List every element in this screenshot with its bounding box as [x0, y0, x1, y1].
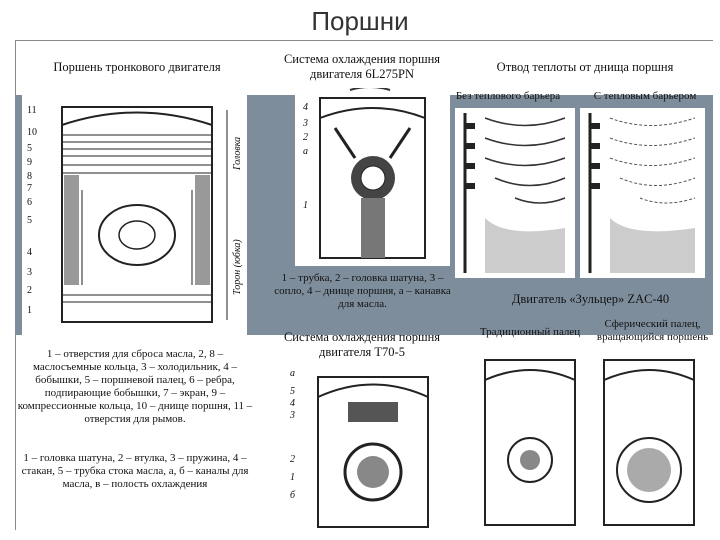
trunk-label: 1	[27, 305, 32, 316]
t70-label: 3	[289, 410, 295, 421]
cooling-6l-legend: 1 – трубка, 2 – головка шатуна, 3 – сопл…	[274, 272, 451, 310]
t70-drawing: а 5 4 3 2 1 б	[288, 362, 450, 530]
trunk-label: 5	[27, 215, 32, 226]
t70-label: 4	[290, 398, 295, 409]
t70-label: б	[290, 490, 296, 501]
traditional-pin-label: Традиционный палец	[479, 326, 581, 338]
cooling-6l-header: Система охлаждения поршня двигателя 6L27…	[283, 52, 441, 81]
traditional-pin-drawing	[470, 350, 588, 530]
6l-label: 2	[303, 132, 308, 143]
sulzer-caption: Двигатель «Зульцер» ZAC-40	[511, 292, 670, 306]
trunk-label: 11	[27, 105, 37, 116]
trunk-piston-drawing: 11 10 5 9 8 7 6 5 4 3 2 1 Головка Торон …	[22, 95, 247, 335]
trunk-label: 2	[27, 285, 32, 296]
6l-label: 4	[303, 102, 308, 113]
t70-header: Система охлаждения поршня двигателя Т70-…	[283, 330, 441, 359]
trunk-label: 4	[27, 247, 32, 258]
6l-label: 1	[303, 200, 308, 211]
t70-label: 5	[290, 386, 295, 397]
spherical-pin-drawing	[592, 350, 707, 530]
no-barrier-label: Без теплового барьера	[455, 90, 561, 102]
trunk-label: 5	[27, 143, 32, 154]
6l-label: а	[303, 146, 308, 157]
no-barrier-drawing	[455, 108, 575, 278]
cooling-6l-drawing: 4 3 2 а 1	[295, 88, 450, 266]
trunk-label: 6	[27, 197, 32, 208]
spherical-pin-label: Сферический палец, вращающийся поршень	[596, 318, 709, 343]
trunk-label: 9	[27, 157, 32, 168]
heat-removal-header: Отвод теплоты от днища поршня	[496, 60, 674, 74]
trunk-legend: 1 – отверстия для сброса масла, 2, 8 – м…	[17, 348, 253, 425]
t70-label: а	[290, 368, 295, 379]
trunk-piston-header: Поршень тронкового двигателя	[53, 60, 221, 74]
with-barrier-label: С тепловым барьером	[593, 90, 697, 102]
trunk-label: 3	[27, 267, 32, 278]
trunk-label: 7	[27, 183, 32, 194]
page-title: Поршни	[311, 6, 409, 36]
t70-label: 2	[290, 454, 295, 465]
with-barrier-drawing	[580, 108, 705, 278]
trunk-label: 8	[27, 171, 32, 182]
trunk-label: 10	[27, 127, 37, 138]
t70-label: 1	[290, 472, 295, 483]
trunk-label-head: Головка	[232, 137, 243, 171]
6l-label: 3	[302, 118, 308, 129]
trunk-label-skirt: Торон (юбка)	[232, 239, 243, 295]
t70-legend: 1 – головка шатуна, 2 – втулка, 3 – пруж…	[21, 452, 249, 490]
